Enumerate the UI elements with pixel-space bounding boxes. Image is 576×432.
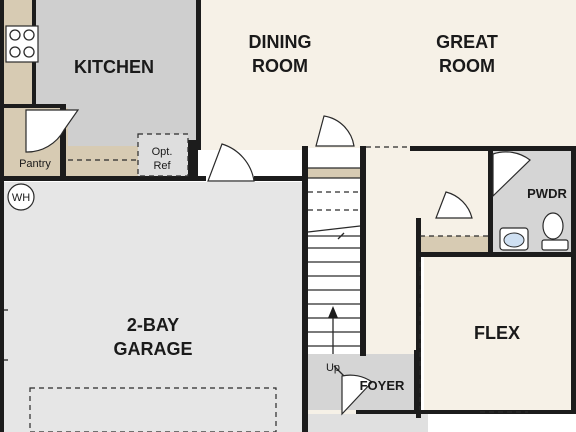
staircase bbox=[307, 225, 361, 381]
kitchen-label: KITCHEN bbox=[74, 57, 154, 77]
doors bbox=[25, 109, 531, 416]
dining-room-label-line2: ROOM bbox=[252, 56, 308, 76]
detail-lines bbox=[4, 133, 528, 432]
garage-fill bbox=[4, 182, 302, 432]
dining-room-label-line1: DINING bbox=[249, 32, 312, 52]
great-room-label-line2: ROOM bbox=[439, 56, 495, 76]
opt-ref-label-line2: Ref bbox=[153, 160, 171, 172]
foyer-label: FOYER bbox=[360, 378, 405, 393]
flex-label: FLEX bbox=[474, 323, 520, 343]
stair-closet-door bbox=[315, 115, 355, 147]
pwdr-label: PWDR bbox=[527, 186, 567, 201]
sink-icon bbox=[499, 227, 529, 251]
stair-up-label: Up bbox=[326, 362, 340, 374]
toilet-icon bbox=[541, 212, 569, 251]
water-heater-label: WH bbox=[12, 192, 30, 204]
pantry-door bbox=[25, 109, 80, 153]
water-heater-icon: WH bbox=[7, 183, 35, 211]
great-room-label-line1: GREAT bbox=[436, 32, 498, 52]
closet-fill bbox=[420, 236, 488, 252]
counter-lower-fill bbox=[68, 146, 138, 176]
closet-door bbox=[435, 191, 473, 219]
garage-label-line1: 2-BAY bbox=[127, 315, 179, 335]
garage-label-line2: GARAGE bbox=[113, 339, 192, 359]
dining-great-room-fill bbox=[198, 0, 576, 150]
entry-strip-fill bbox=[308, 414, 428, 432]
stair-landing-fill bbox=[308, 168, 360, 178]
stair-arrow-icon bbox=[328, 306, 338, 354]
room-labels: KITCHEN DINING ROOM GREAT ROOM Pantry Op… bbox=[19, 32, 567, 393]
pantry-label: Pantry bbox=[19, 158, 51, 170]
pwdr-door bbox=[492, 151, 531, 198]
foyer-closet-door bbox=[341, 374, 373, 416]
cooktop-icon bbox=[5, 25, 39, 63]
opt-ref-fill bbox=[138, 134, 188, 176]
opt-ref-label-line1: Opt. bbox=[152, 146, 173, 158]
garage-entry-door bbox=[207, 143, 255, 182]
flex-fill bbox=[424, 256, 576, 412]
stair-fill bbox=[308, 148, 360, 354]
garage-door-outline bbox=[29, 387, 277, 432]
